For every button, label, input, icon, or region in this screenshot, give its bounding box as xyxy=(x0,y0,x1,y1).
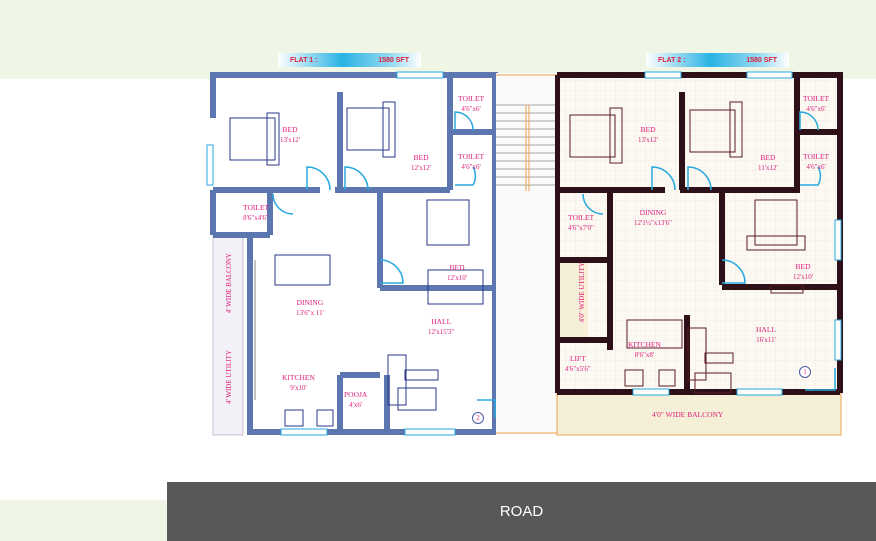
road: ROAD xyxy=(167,482,876,541)
flat-1-balcony-label: 4' WIDE BALCONY xyxy=(225,253,233,314)
flat-1-utility-label: 4' WIDE UTILITY xyxy=(225,350,233,405)
flat-2-balcony-label: 4'0" WIDE BALCONY xyxy=(652,410,724,419)
flat-2-floor-plan xyxy=(555,71,843,436)
flat-2-area: 1580 SFT xyxy=(746,56,777,64)
flat-2-utility-label: 4'0" WIDE UTILITY xyxy=(578,262,586,323)
bottom-background-band xyxy=(0,500,170,541)
staircase-lobby xyxy=(496,73,558,436)
road-label: ROAD xyxy=(499,503,544,520)
flat-1-name: FLAT 1 : xyxy=(290,56,318,64)
flat-1-floor-plan xyxy=(206,71,498,436)
flat-2-entry-number: 1 xyxy=(799,366,811,378)
flat-2-name: FLAT 2 : xyxy=(658,56,686,64)
flat-1-entry-number: 2 xyxy=(472,412,484,424)
flat-1-label: FLAT 1 : 1580 SFT xyxy=(278,53,421,67)
top-background-band xyxy=(0,0,876,79)
flat-1-area: 1580 SFT xyxy=(378,56,409,64)
flat-2-label: FLAT 2 : 1580 SFT xyxy=(646,53,789,67)
